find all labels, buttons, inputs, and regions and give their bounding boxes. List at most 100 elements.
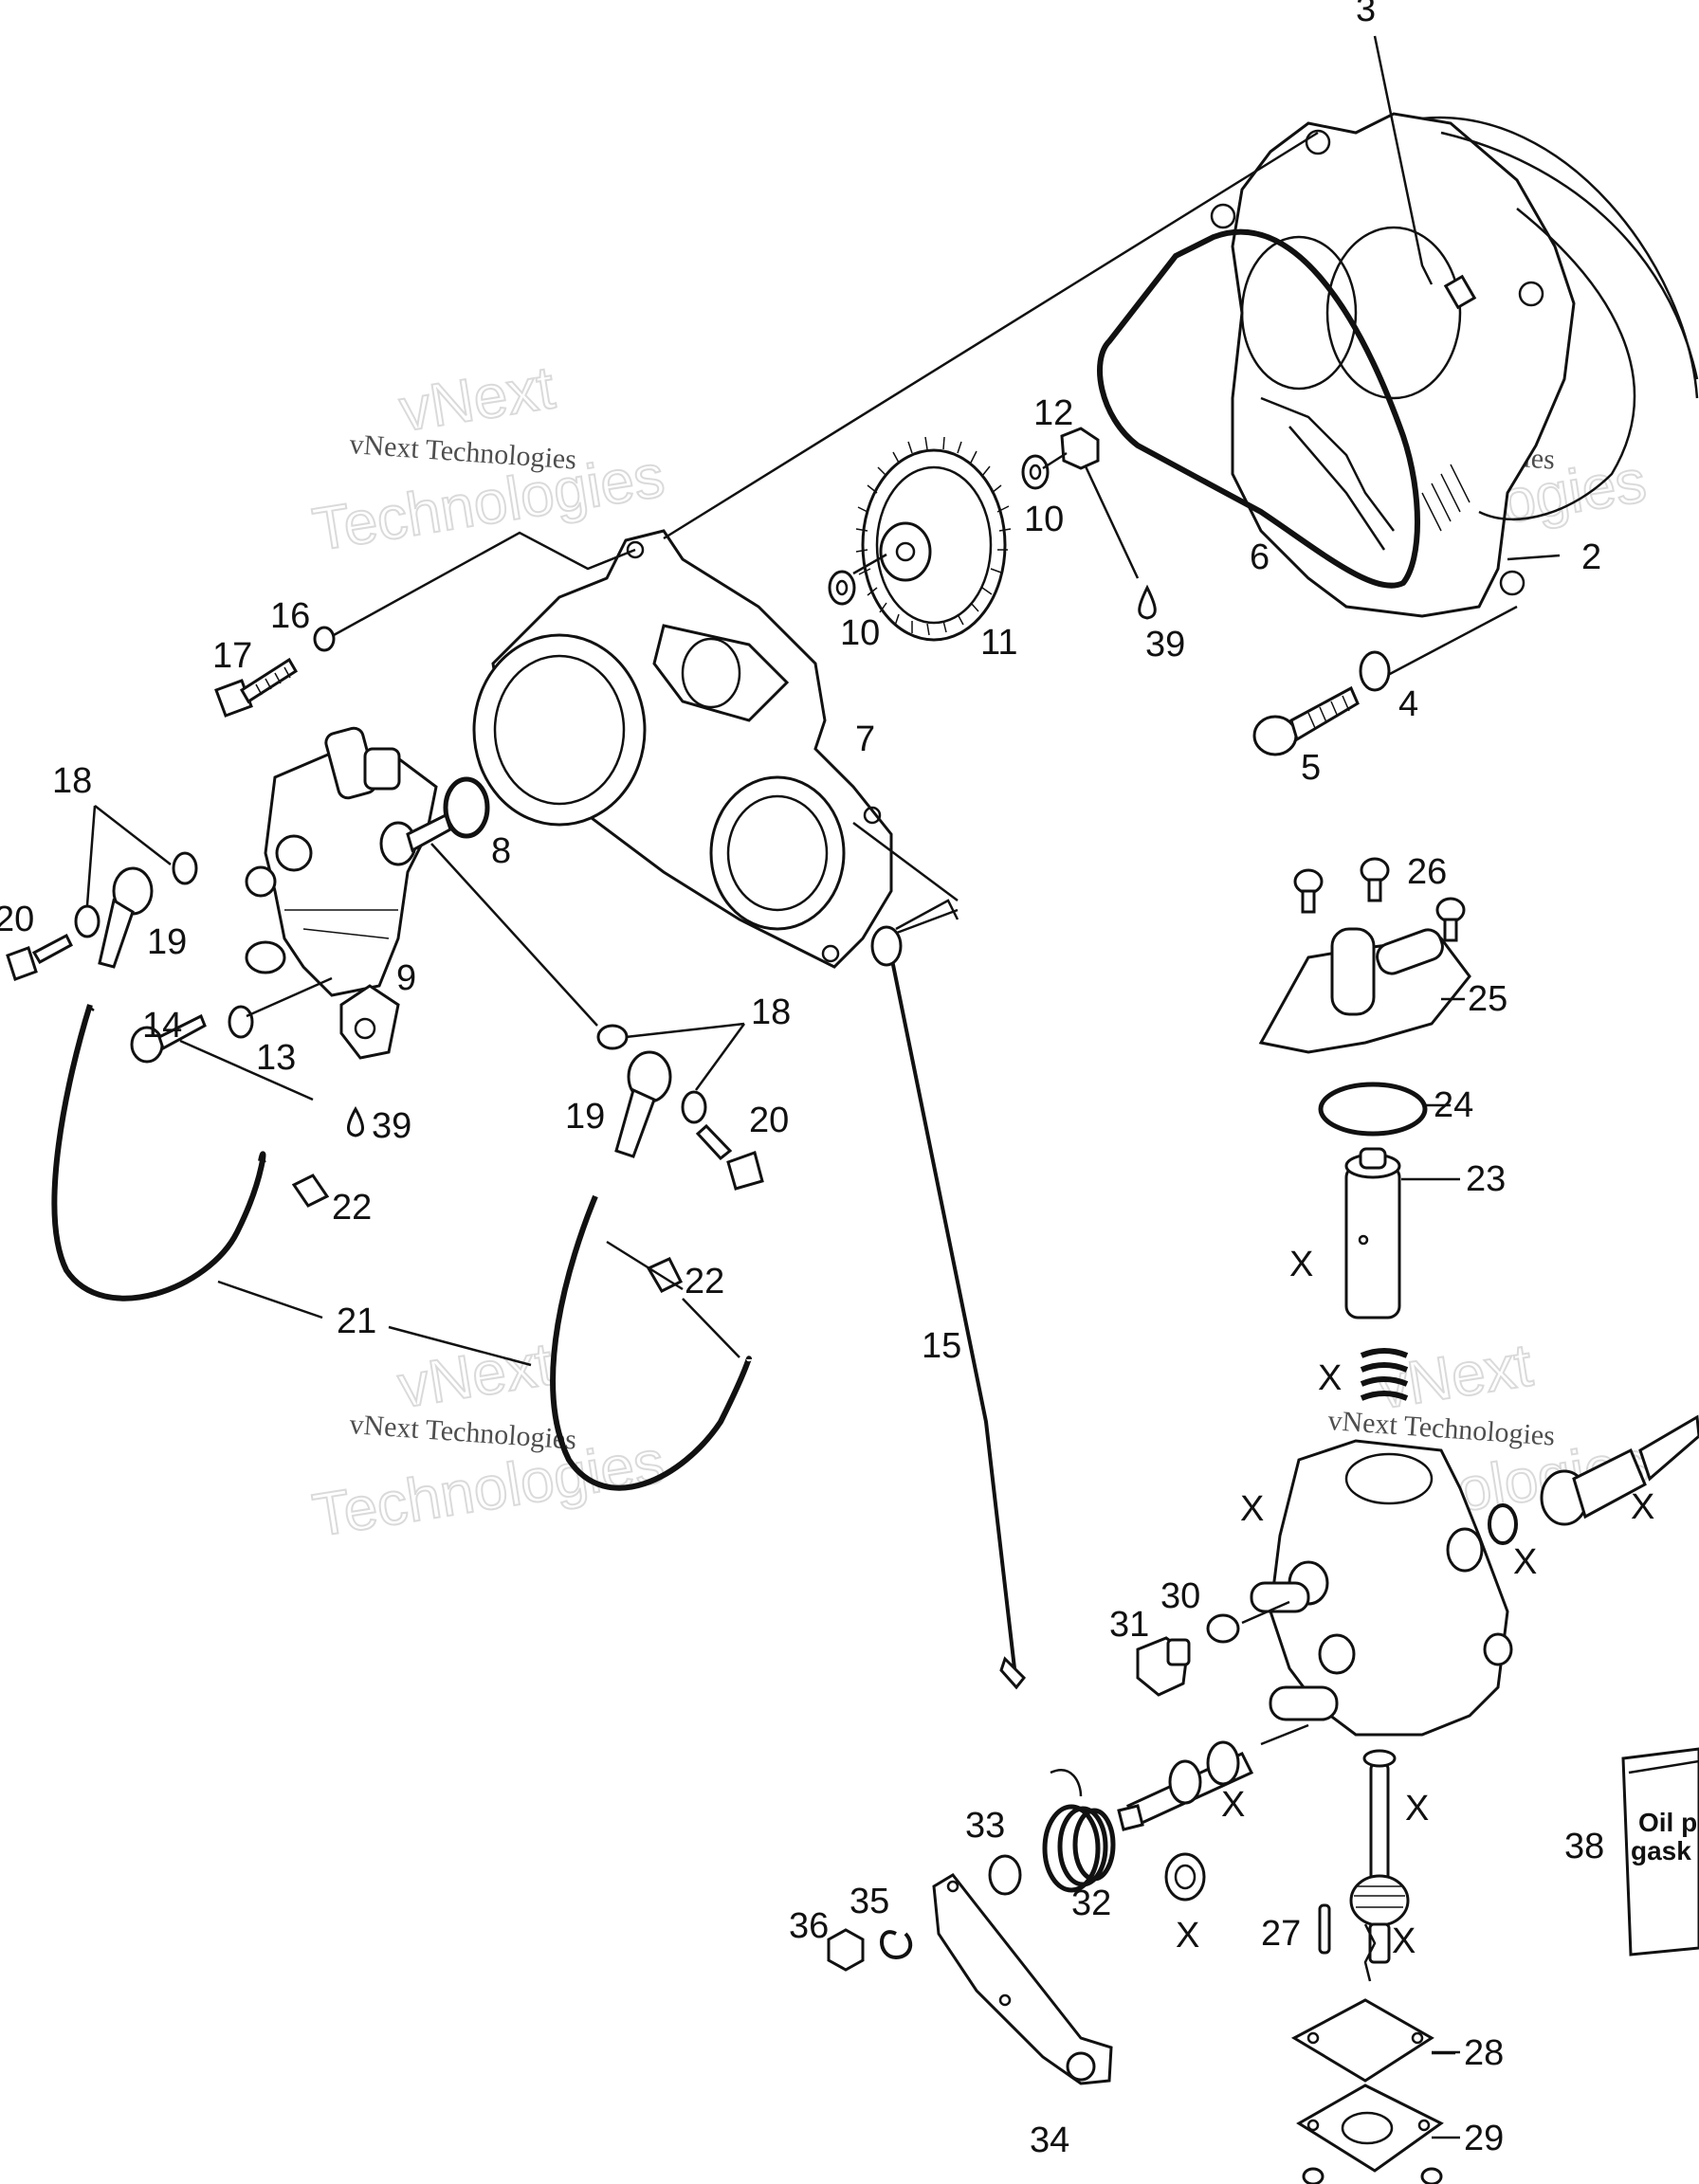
part-labels: 3 2 4 5 6 7 8 9 10 10 11 12 13 14 15 16 … (0, 0, 1654, 2160)
leader-11 (852, 553, 887, 575)
mark-x-5: X (1513, 1542, 1537, 1582)
label-32: 32 (1071, 1884, 1111, 1923)
housing-cover (1210, 112, 1699, 618)
svg-text:vNext: vNext (393, 1329, 557, 1421)
oil-pump-body-lower (1250, 1439, 1513, 1737)
leader-21 (217, 1280, 532, 1367)
svg-text:vNext: vNext (395, 353, 559, 445)
leader-13 (246, 976, 333, 1018)
washer-18-right-upper (596, 1024, 629, 1050)
oil-drop-icon (1138, 584, 1157, 620)
gasket-28 (1290, 1998, 1434, 2083)
label-36: 36 (789, 1906, 829, 1946)
label-4: 4 (1398, 684, 1418, 724)
leader-18-right (625, 1022, 746, 1091)
svg-text:gask: gask (1631, 1836, 1691, 1866)
watermark-text-top-left: vNext Technologies (349, 428, 578, 476)
gasket-loop (1097, 228, 1420, 589)
label-16: 16 (270, 596, 310, 636)
label-21: 21 (337, 1301, 376, 1341)
label-7: 7 (855, 719, 875, 759)
pump-shaft (1117, 1740, 1254, 1831)
label-25: 25 (1468, 979, 1507, 1019)
label-10-left: 10 (840, 613, 880, 653)
mark-x-4: X (1631, 1487, 1654, 1527)
label-39-left: 39 (372, 1106, 411, 1146)
svg-text:Oil p: Oil p (1638, 1808, 1697, 1837)
bolt-17 (214, 657, 299, 718)
leader-top-housing (663, 131, 1319, 540)
washer-16 (313, 626, 336, 652)
circlip-35 (880, 1930, 913, 1960)
washer-10-left (828, 570, 856, 606)
oring-right (1488, 1503, 1518, 1545)
lever-34 (932, 1873, 1113, 2085)
screw-14 (130, 1013, 207, 1064)
label-15: 15 (922, 1326, 961, 1366)
leader-22-right (606, 1240, 740, 1358)
svg-text:vNext: vNext (1373, 1330, 1537, 1422)
label-26: 26 (1407, 852, 1447, 892)
label-19-left: 19 (147, 922, 187, 962)
mark-x-7: X (1405, 1789, 1429, 1829)
label-18-right: 18 (751, 992, 791, 1032)
nut-12 (1060, 427, 1100, 470)
mark-x-8: X (1176, 1916, 1199, 1956)
rod-15 (889, 955, 1016, 1669)
washer-18-right-lower (681, 1090, 707, 1124)
leader-2 (1507, 554, 1561, 561)
oring-24 (1318, 1082, 1428, 1137)
plunger-23 (1344, 1147, 1401, 1320)
label-31: 31 (1109, 1605, 1149, 1645)
label-3: 3 (1356, 0, 1376, 29)
label-23: 23 (1466, 1159, 1506, 1199)
oil-pump-left (245, 726, 452, 1060)
label-30: 30 (1160, 1576, 1200, 1616)
label-5: 5 (1301, 748, 1321, 788)
washer-33 (988, 1854, 1022, 1896)
washer-30 (1206, 1613, 1240, 1644)
label-18-left: 18 (52, 761, 92, 801)
adjuster-screw-right (1540, 1414, 1699, 1526)
hose-21-right (550, 1194, 752, 1491)
banjo-19-left (98, 866, 154, 969)
cover-plate-25 (1258, 927, 1471, 1054)
mark-x-9: X (1392, 1921, 1416, 1961)
nut-36 (827, 1928, 865, 1972)
label-38: 38 (1564, 1827, 1604, 1866)
label-6: 6 (1250, 537, 1270, 577)
leader-4 (1387, 605, 1518, 677)
mark-x-1: X (1289, 1245, 1313, 1284)
clip-22-left (291, 1174, 330, 1208)
banjo-19-right (614, 1050, 672, 1158)
oring-8 (443, 776, 490, 839)
label-19-right: 19 (565, 1097, 605, 1137)
label-29: 29 (1464, 2119, 1504, 2158)
mark-x-2: X (1318, 1358, 1342, 1398)
bolt-20-left (6, 933, 73, 981)
pin-27 (1318, 1903, 1331, 1955)
label-2: 2 (1581, 537, 1601, 577)
leader-7 (852, 821, 959, 902)
leader-16-mid (333, 531, 636, 637)
spring (1360, 1348, 1409, 1401)
mark-x-6: X (1221, 1785, 1245, 1825)
label-14: 14 (142, 1006, 182, 1046)
leader-12 (1042, 451, 1140, 579)
label-13: 13 (256, 1038, 296, 1078)
plug-31 (1136, 1636, 1191, 1697)
label-35: 35 (850, 1882, 889, 1921)
label-17: 17 (212, 636, 252, 676)
gasket-kit-box: Oil p gask (1621, 1747, 1699, 1956)
label-20-left: 20 (0, 900, 34, 939)
label-22-right: 22 (685, 1262, 724, 1301)
label-39-top: 39 (1145, 625, 1185, 664)
label-22-left: 22 (332, 1188, 372, 1228)
washer-13 (228, 1005, 254, 1039)
bolt-5 (1252, 685, 1360, 756)
label-10-right: 10 (1024, 500, 1064, 539)
washer-10-right (1021, 454, 1050, 490)
spring-32 (1042, 1769, 1116, 1893)
leader-14 (179, 1039, 314, 1101)
